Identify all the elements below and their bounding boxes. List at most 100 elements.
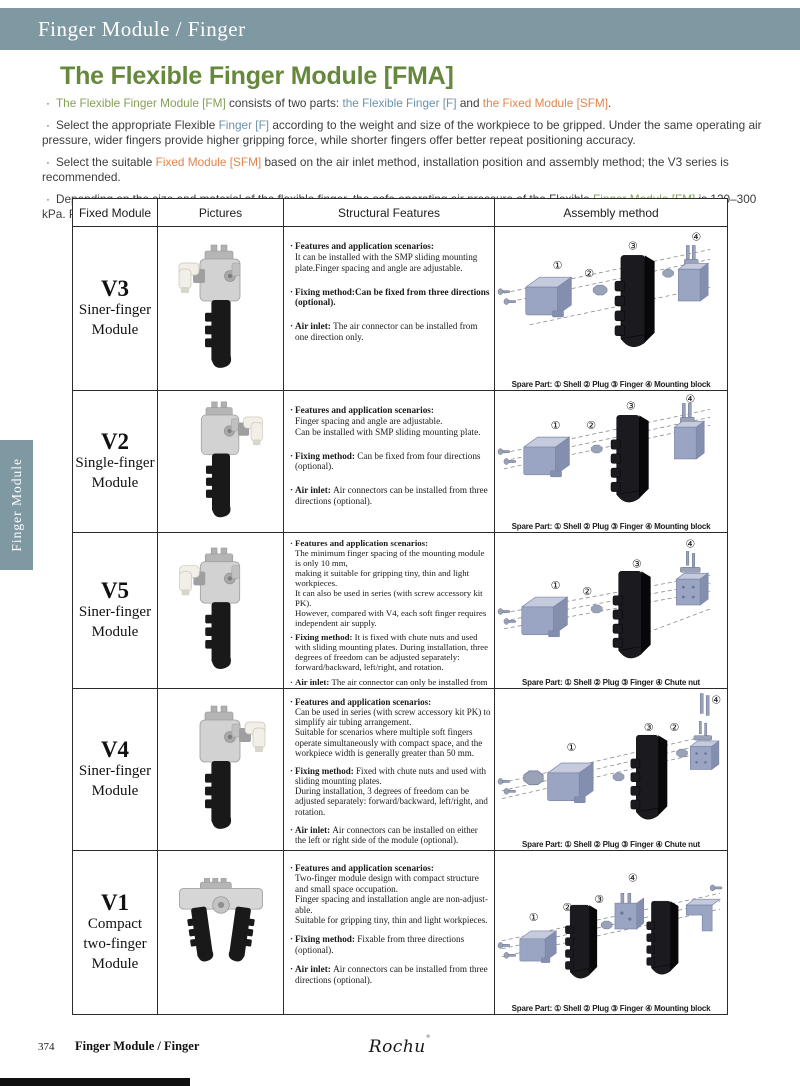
part-label-4: ④	[691, 231, 701, 244]
bullet-dot: ·	[289, 241, 294, 251]
part-label-3: ③	[632, 557, 642, 570]
page-number: 374	[38, 1041, 55, 1053]
table-row-v4: V4 Siner-finger Module ·Features and app…	[73, 688, 727, 850]
part-label-1: ①	[551, 579, 561, 592]
module-name-v3: V3 Siner-finger Module	[78, 276, 152, 339]
registered-mark: ®	[425, 1034, 432, 1040]
bullet-dot: ·	[290, 632, 293, 643]
features-cell-v2: ·Features and application scenarios:Fing…	[283, 391, 494, 532]
section-title: The Flexible Finger Module [FMA]	[60, 62, 454, 91]
part-label-2: ②	[584, 267, 594, 280]
assembly-cell-v3: ① ② ③ ④ Spare Part: ① Shell ② Plug ③ Fin…	[494, 227, 727, 390]
part-label-1: ①	[553, 259, 563, 272]
section-title-code: FMA	[391, 62, 446, 90]
header-fixed-module: Fixed Module	[78, 205, 152, 220]
part-label-2: ②	[670, 721, 680, 734]
table-row-v1: V1 Compact two-finger Module	[73, 850, 727, 1014]
assembly-cell-v4: ① ② ③ ④ Spare Part: ① Shell ② Plug ③ Fin…	[494, 689, 727, 850]
page-header-band: Finger Module / Finger	[0, 8, 800, 50]
part-label-2: ②	[562, 901, 572, 914]
spare-part-caption: Spare Part: ① Shell ② Plug ③ Finger ④ Mo…	[511, 380, 711, 389]
bullet-dot: ·	[46, 191, 50, 206]
picture-cell-v4	[157, 689, 283, 850]
part-label-4: ④	[685, 537, 695, 550]
v5-product-image	[178, 546, 269, 676]
part-label-2: ②	[582, 585, 592, 598]
features-cell-v5: ·Features and application scenarios:The …	[283, 533, 494, 688]
part-label-4: ④	[711, 693, 721, 706]
assembly-cell-v5: ① ② ③ ④ Spare Part: ① Shell ② Plug ③ Fin…	[494, 533, 727, 688]
part-label-3: ③	[626, 399, 636, 412]
features-cell-v1: ·Features and application scenarios:Two-…	[283, 851, 494, 1014]
module-name-v5: V5 Siner-finger Module	[78, 578, 152, 641]
bullet-dot: ·	[289, 934, 294, 945]
bullet-dot: ·	[289, 824, 293, 835]
bullet-dot: ·	[46, 96, 50, 110]
part-label-3: ③	[594, 893, 604, 906]
side-tab-finger-module: Finger Module	[0, 440, 33, 570]
bullet-dot: ·	[289, 765, 293, 776]
v1-assembly-diagram: ① ② ③ ④	[497, 871, 723, 979]
part-label-1: ①	[551, 419, 561, 432]
picture-cell-v5	[157, 533, 283, 688]
spare-part-caption: Spare Part: ① Shell ② Plug ③ Finger ④ Ch…	[522, 840, 700, 849]
picture-cell-v1	[157, 851, 283, 1014]
part-label-1: ①	[529, 911, 539, 924]
features-cell-v3: ·Features and application scenarios:It c…	[283, 227, 494, 390]
intro-bullet-1: ·The Flexible Finger Module [FM] consist…	[46, 96, 612, 110]
table-row-v5: V5 Siner-finger Module ·Features and app…	[73, 532, 727, 688]
footer-title: Finger Module / Finger	[75, 1039, 200, 1053]
rochu-logo: Rochu®	[368, 1034, 432, 1057]
module-name-v4: V4 Siner-finger Module	[78, 737, 152, 800]
product-table: Fixed Module Pictures Structural Feature…	[72, 198, 728, 1015]
bullet-dot: ·	[46, 117, 50, 132]
bottom-edge-bar	[0, 1078, 190, 1086]
part-label-3: ③	[628, 239, 638, 252]
bullet-dot: ·	[289, 964, 294, 975]
section-title-text: The Flexible Finger Module [	[60, 62, 392, 90]
features-cell-v4: ·Features and application scenarios:Can …	[283, 689, 494, 850]
table-header-row: Fixed Module Pictures Structural Feature…	[73, 199, 727, 226]
v3-product-image	[178, 243, 269, 375]
header-pictures: Pictures	[157, 199, 283, 226]
module-name-v1: V1 Compact two-finger Module	[83, 890, 147, 973]
v4-product-image	[173, 704, 265, 836]
assembly-cell-v1: ① ② ③ ④ Spare Part: ① Shell ② Plug ③ Fin…	[494, 851, 727, 1014]
bullet-dot: ·	[289, 697, 293, 707]
table-row-v3: V3 Siner-finger Module ·Features and app…	[73, 226, 727, 390]
header-assembly-method: Assembly method	[494, 199, 727, 226]
bullet-dot: ·	[289, 450, 294, 461]
part-label-4: ④	[685, 393, 695, 405]
bullet-dot: ·	[289, 863, 294, 873]
picture-cell-v3	[157, 227, 283, 390]
v1-product-image	[178, 877, 263, 963]
part-label-4: ④	[628, 871, 638, 884]
bullet-dot: ·	[289, 485, 294, 496]
module-name-v2: V2 Single-finger Module	[75, 429, 155, 492]
spare-part-caption: Spare Part: ① Shell ② Plug ③ Finger ④ Mo…	[511, 1004, 711, 1013]
picture-cell-v2	[157, 391, 283, 532]
v5-assembly-diagram: ① ② ③ ④	[497, 537, 711, 659]
v2-assembly-diagram: ① ② ③ ④	[497, 393, 711, 503]
table-row-v2: V2 Single-finger Module ·Features and ap…	[73, 390, 727, 532]
bullet-dot: ·	[289, 286, 294, 297]
spare-part-caption: Spare Part: ① Shell ② Plug ③ Finger ④ Mo…	[511, 522, 711, 531]
spare-part-caption: Spare Part: ① Shell ② Plug ③ Finger ④ Ch…	[522, 678, 700, 687]
intro-bullet-2: ·Select the appropriate Flexible Finger …	[42, 117, 762, 148]
v3-assembly-diagram: ① ② ③ ④	[497, 231, 711, 347]
v4-assembly-diagram: ① ② ③ ④	[497, 693, 721, 820]
v2-product-image	[173, 400, 263, 524]
bullet-dot: ·	[289, 405, 294, 415]
section-title-bracket: ]	[445, 62, 454, 90]
part-label-2: ②	[586, 419, 596, 432]
part-label-3: ③	[644, 721, 654, 734]
part-label-1: ①	[566, 741, 576, 754]
bullet-dot: ·	[290, 538, 293, 548]
bullet-dot: ·	[289, 321, 294, 332]
bullet-dot: ·	[290, 677, 293, 688]
side-tab-label: Finger Module	[8, 458, 24, 552]
page-header-title: Finger Module / Finger	[38, 17, 246, 41]
bullet-dot: ·	[46, 154, 50, 169]
assembly-cell-v2: ① ② ③ ④ Spare Part: ① Shell ② Plug ③ Fin…	[494, 391, 727, 532]
